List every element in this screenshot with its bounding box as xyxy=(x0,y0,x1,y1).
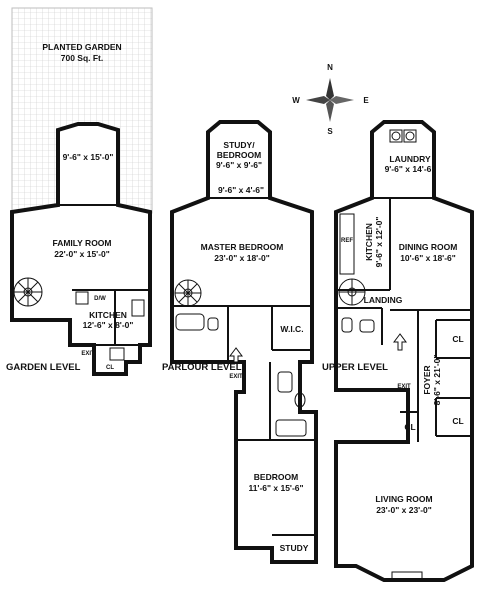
compass-rose: N S E W xyxy=(292,63,369,136)
upper-refrigerator-label: REF xyxy=(341,238,353,244)
garden-kitchen-dimension: 12'-6" x 8'-0" xyxy=(83,320,134,330)
landing-label: LANDING xyxy=(364,295,403,305)
upper-level-walls xyxy=(334,120,474,582)
garden-closet-label: CL xyxy=(106,365,114,371)
master-bedroom-dimension: 23'-0" x 18'-0" xyxy=(214,253,270,263)
compass-south: S xyxy=(327,127,333,136)
walk-in-closet-label: W.I.C. xyxy=(280,324,303,334)
parlour-level-plan: STUDY/ BEDROOM 9'-6" x 9'-6" 9'-6" x 4'-… xyxy=(162,120,318,564)
parlour-level-label: PARLOUR LEVEL xyxy=(162,362,242,373)
parlour-level-walls xyxy=(170,120,318,564)
bedroom-dimension: 11'-6" x 15'-6" xyxy=(248,483,303,493)
compass-west: W xyxy=(292,96,300,105)
garden-dishwasher-label: D/W xyxy=(94,296,106,302)
laundry-label: LAUNDRY xyxy=(389,154,431,164)
parlour-hall-dimension: 9'-6" x 4'-6" xyxy=(218,185,264,195)
foyer-label: FOYER xyxy=(422,365,432,394)
study-label: STUDY xyxy=(280,543,309,553)
dining-room-dimension: 10'-6" x 18'-6" xyxy=(400,253,456,263)
upper-level-plan: REF LAUNDRY 9'-6" x 14'-6" KITCHEN 9'-6"… xyxy=(322,120,474,582)
upper-kitchen-dimension: 9'-6" x 12'-0" xyxy=(374,217,384,268)
garden-bay-dimension: 9'-6" x 15'-0" xyxy=(63,152,114,162)
laundry-dimension: 9'-6" x 14'-6" xyxy=(385,164,436,174)
living-room-label: LIVING ROOM xyxy=(375,494,432,504)
upper-closet-2-label: CL xyxy=(452,416,463,426)
upper-kitchen-label: KITCHEN xyxy=(364,223,374,261)
upper-closet-3-label: CL xyxy=(404,422,415,432)
bedroom-label: BEDROOM xyxy=(254,472,298,482)
parlour-exit-label: EXIT xyxy=(229,374,243,380)
planted-garden-label: PLANTED GARDEN xyxy=(42,42,121,52)
study-bedroom-label-line2: BEDROOM xyxy=(217,150,261,160)
upper-exit-label: EXIT xyxy=(397,384,411,390)
garden-kitchen-label: KITCHEN xyxy=(89,310,127,320)
garden-exit-label: EXIT xyxy=(81,351,95,357)
foyer-dimension: 8'-6" x 21'-0" xyxy=(432,355,442,406)
compass-east: E xyxy=(363,96,369,105)
compass-north: N xyxy=(327,63,333,72)
garden-level-label: GARDEN LEVEL xyxy=(6,362,81,373)
planted-garden-area-label: 700 Sq. Ft. xyxy=(61,53,104,63)
living-room-dimension: 23'-0" x 23'-0" xyxy=(376,505,432,515)
garden-level-plan: D/W PLANTED GARDEN 700 Sq. Ft. 9'-6" x 1… xyxy=(6,7,153,376)
dining-room-label: DINING ROOM xyxy=(399,242,458,252)
upper-closet-1-label: CL xyxy=(452,334,463,344)
family-room-dimension: 22'-0" x 15'-0" xyxy=(54,249,110,259)
family-room-label: FAMILY ROOM xyxy=(52,238,111,248)
master-bedroom-label: MASTER BEDROOM xyxy=(201,242,284,252)
study-bedroom-label-line1: STUDY/ xyxy=(223,140,255,150)
study-bedroom-dimension: 9'-6" x 9'-6" xyxy=(216,160,262,170)
upper-level-label: UPPER LEVEL xyxy=(322,362,388,373)
